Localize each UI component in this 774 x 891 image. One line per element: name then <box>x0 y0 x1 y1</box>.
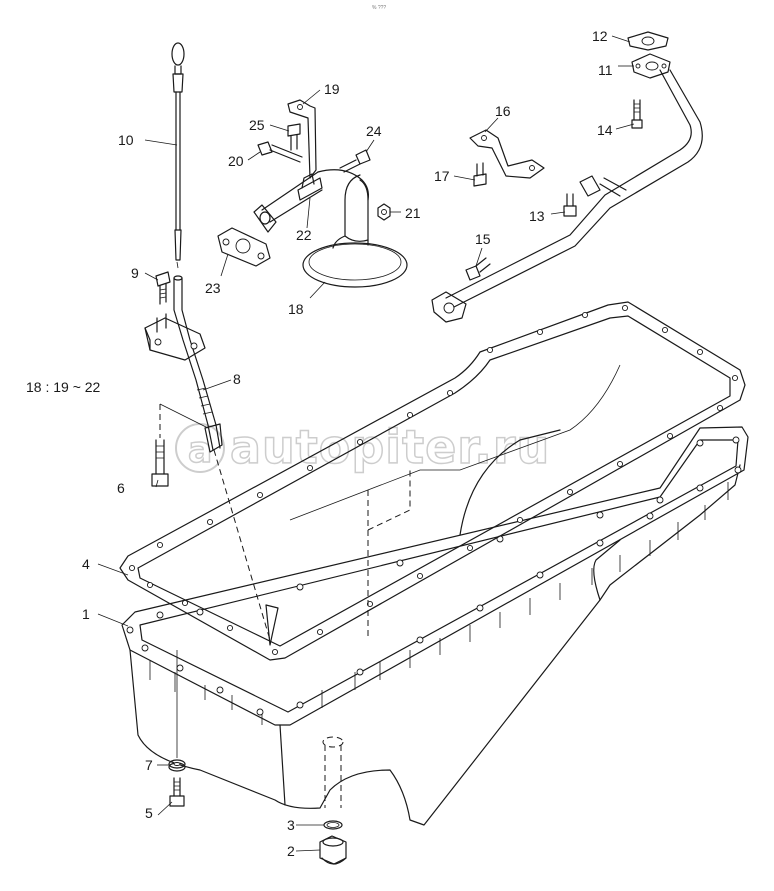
callout-6: 6 <box>117 480 125 496</box>
callout-17: 17 <box>434 168 450 184</box>
flange-ribs <box>149 482 729 725</box>
callout-8: 8 <box>233 371 241 387</box>
callout-10: 10 <box>118 132 134 148</box>
callout-4: 4 <box>82 556 90 572</box>
watermark-text: autopiter.ru <box>230 420 550 474</box>
gasket-23 <box>217 227 271 267</box>
dipstick <box>171 42 185 269</box>
callout-15: 15 <box>475 231 491 247</box>
callout-2: 2 <box>287 843 295 859</box>
callout-1: 1 <box>82 606 90 622</box>
callout-19: 19 <box>324 81 340 97</box>
bolt-24 <box>339 149 371 173</box>
gasket-holes <box>128 304 739 656</box>
bolt-13 <box>563 193 577 217</box>
callout-18: 18 <box>288 301 304 317</box>
bolt-5 <box>169 777 185 807</box>
callout-24: 24 <box>366 123 382 139</box>
callout-9: 9 <box>131 265 139 281</box>
callout-20: 20 <box>228 153 244 169</box>
bolt-14 <box>631 99 643 129</box>
callout-16: 16 <box>495 103 511 119</box>
oil-strainer <box>253 169 408 288</box>
gasket-12 <box>627 31 669 51</box>
callout-3: 3 <box>287 817 295 833</box>
callout-13: 13 <box>529 208 545 224</box>
callout-5: 5 <box>145 805 153 821</box>
clamp-22 <box>297 173 323 201</box>
oil-pan-gasket <box>119 301 746 661</box>
oil-pan <box>121 426 749 826</box>
bolt-20 <box>257 141 303 163</box>
dipstick-tube <box>173 275 279 646</box>
nut-21 <box>377 203 391 221</box>
washer-7 <box>168 650 186 772</box>
tube-bracket <box>144 313 206 361</box>
callout-14: 14 <box>597 122 613 138</box>
bolt-15 <box>465 257 491 281</box>
drain-plug-2 <box>319 835 347 865</box>
bracket-19 <box>287 99 317 179</box>
callout-12: 12 <box>592 28 608 44</box>
bracket-16 <box>469 129 545 179</box>
flange-holes <box>126 436 742 716</box>
bolt-17 <box>473 162 487 187</box>
leader-lines <box>97 35 635 852</box>
o-ring-3 <box>323 820 343 830</box>
assembly-note: 18 : 19 ~ 22 <box>26 379 101 395</box>
callout-21: 21 <box>405 205 421 221</box>
corner-mark: % ??? <box>372 5 386 11</box>
bolt-9 <box>155 271 171 305</box>
callout-7: 7 <box>145 757 153 773</box>
callout-22: 22 <box>296 227 312 243</box>
callout-23: 23 <box>205 280 221 296</box>
callout-25: 25 <box>249 117 265 133</box>
oil-pipe <box>431 53 703 323</box>
svg-text:a: a <box>188 430 213 471</box>
callout-11: 11 <box>598 62 613 78</box>
bolt-6 <box>151 403 209 487</box>
callout-labels: 1 2 3 4 5 6 7 8 9 10 11 12 13 14 15 16 1… <box>82 28 613 859</box>
bolt-25 <box>287 123 301 151</box>
